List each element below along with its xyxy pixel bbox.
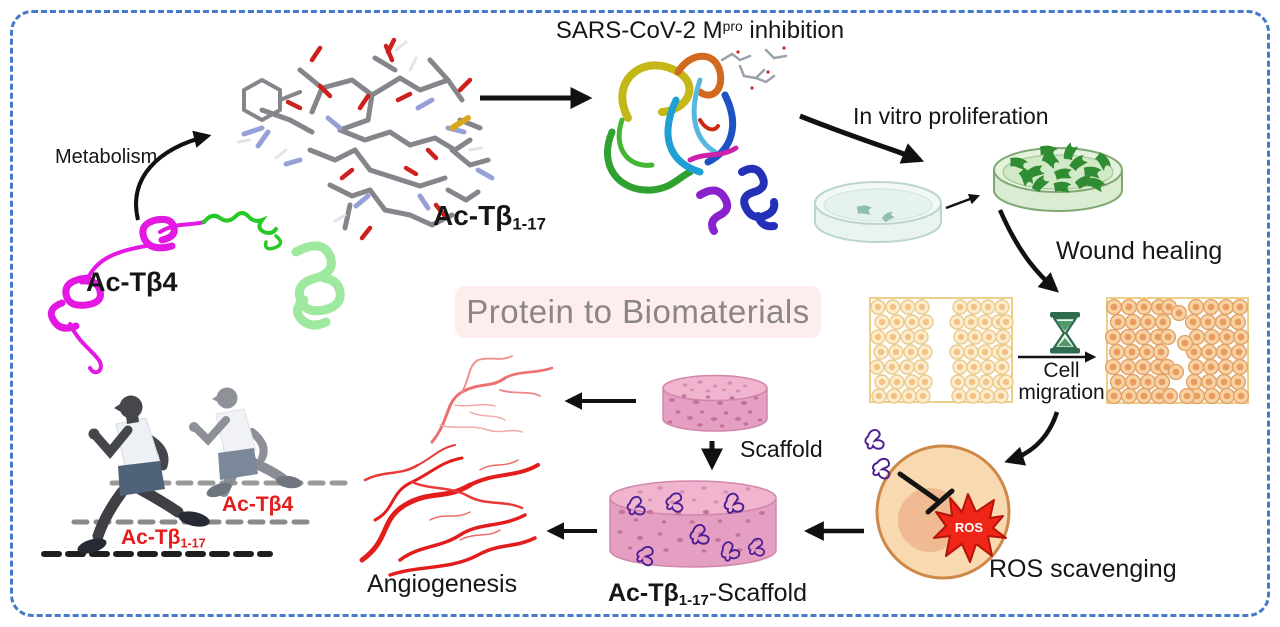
cell-migration-line2: migration — [1018, 381, 1105, 405]
scaffold-label: Scaffold — [740, 436, 823, 462]
angiogenesis-label: Angiogenesis — [367, 570, 518, 598]
mpro-title-prefix: SARS-CoV-2 M — [555, 17, 723, 44]
inhibition-tbar — [897, 471, 955, 515]
protein-to-biomaterials-banner: Protein to Biomaterials — [455, 286, 821, 338]
ac-tb117-label: Ac-Tβ1-17 — [433, 201, 546, 233]
petri-dish-confluent — [993, 141, 1123, 212]
peptide-scaffold-suffix: -Scaffold — [708, 579, 808, 607]
mpro-ligand-sticks — [720, 48, 788, 84]
petri-dish-sparse — [814, 181, 942, 243]
ac-tb117-stick-molecule — [236, 37, 495, 241]
mpro-superscript: pro — [722, 18, 743, 35]
metabolism-arrow — [134, 130, 212, 221]
runner-ac-tb117-subscript: 1-17 — [180, 536, 206, 551]
ac-tb117-subscript: 1-17 — [512, 214, 546, 234]
mpro-title-suffix: inhibition — [742, 17, 845, 44]
peptide-scaffold-subscript: 1-17 — [678, 592, 709, 610]
mpro-inhibition-title: SARS-CoV-2 Mpro inhibition — [550, 18, 850, 43]
ros-starburst — [933, 493, 1007, 563]
ros-arrow — [1004, 411, 1060, 466]
ac-tb4-label: Ac-Tβ4 — [86, 267, 178, 297]
peptide-scaffold-label: Ac-Tβ1-17-Scaffold — [590, 580, 825, 609]
ac-tb117-base: Ac-Tβ — [433, 200, 513, 231]
hourglass-icon — [1050, 312, 1080, 354]
wound-healing-arrow — [997, 209, 1059, 293]
cell-migration-line1: Cell — [1043, 359, 1080, 382]
ros-cell — [864, 428, 1011, 580]
mpro-protein-structure — [604, 46, 788, 235]
wound-assay-after — [1104, 297, 1250, 405]
wound-healing-label: Wound healing — [1056, 237, 1223, 265]
runner-front — [77, 395, 210, 554]
scaffold-plain — [662, 374, 768, 432]
in-vitro-proliferation-label: In vitro proliferation — [853, 103, 1049, 129]
runner-ac-tb4-label: Ac-Tβ4 — [222, 493, 294, 516]
runner-ac-tb117-base: Ac-Tβ — [121, 526, 181, 549]
ac-tb4-ribbon-structure — [47, 211, 345, 375]
wound-assay-before — [869, 297, 1014, 404]
metabolism-label: Metabolism — [55, 146, 158, 168]
runners-illustration — [41, 387, 353, 557]
dish-to-dish-arrow — [945, 193, 981, 210]
blood-vessels-dense — [359, 444, 540, 577]
ros-badge: ROS — [954, 520, 984, 535]
scaffold-peptide — [609, 480, 777, 568]
blood-vessels-sparse — [430, 355, 554, 444]
in-vitro-arrow — [799, 113, 925, 164]
runner-behind — [189, 387, 302, 498]
runner-ac-tb117-label: Ac-Tβ1-17 — [121, 526, 206, 551]
ros-scavenging-label: ROS scavenging — [989, 555, 1177, 583]
peptide-squiggle — [864, 428, 885, 450]
peptide-scaffold-base: Ac-Tβ — [607, 579, 679, 607]
